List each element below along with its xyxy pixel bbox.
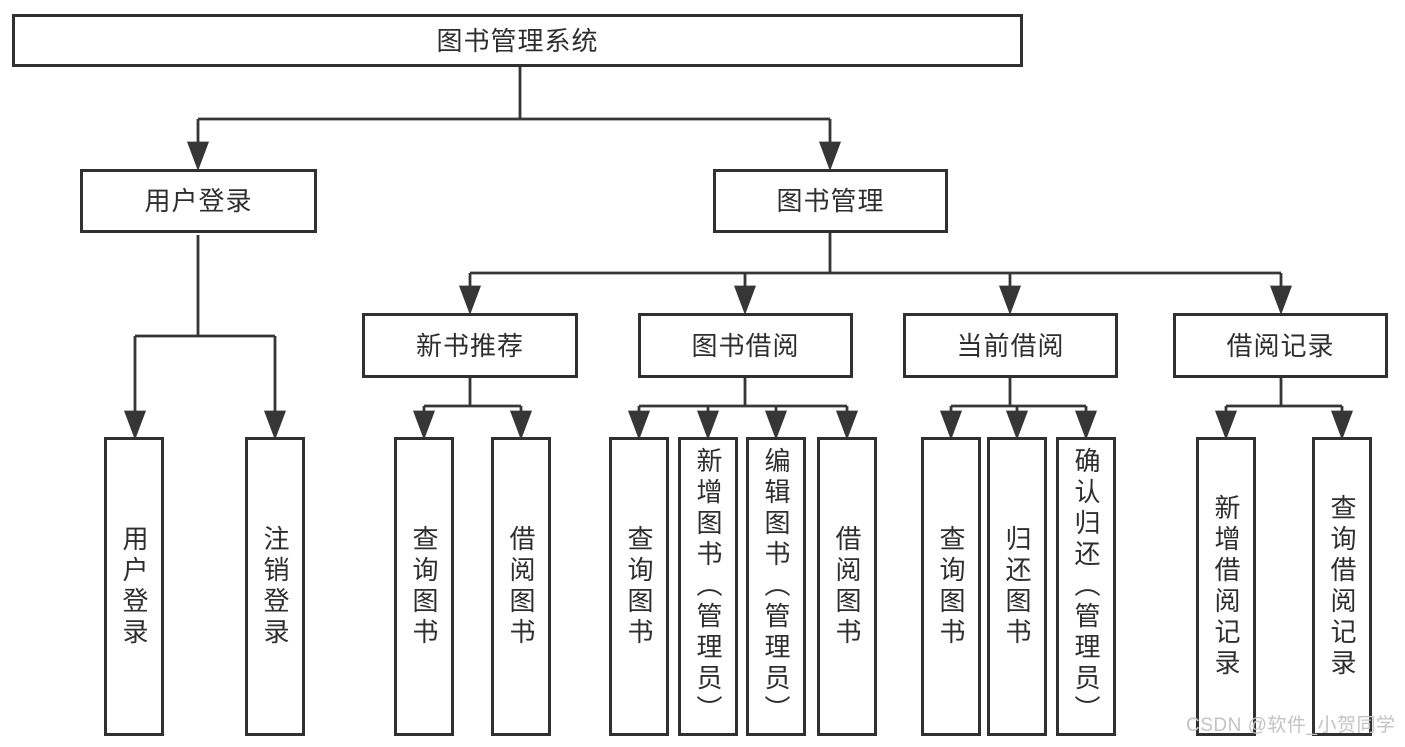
node-label: 图书管理: [776, 186, 885, 216]
arrowhead: [627, 410, 651, 440]
leaf-label: 借阅图书: [506, 524, 536, 649]
node-label: 新书推荐: [415, 330, 524, 361]
leaf-add-book-admin: 新增图书（管理员）: [678, 437, 738, 736]
node-current-borrow: 当前借阅: [903, 313, 1118, 378]
leaf-label: 归还图书: [1002, 524, 1032, 649]
node-borrow-records: 借阅记录: [1173, 313, 1388, 378]
node-label: 图书管理系统: [436, 25, 599, 56]
leaf-label: 用户登录: [119, 524, 149, 649]
arrowhead: [696, 410, 720, 440]
leaf-label: 编辑图书（管理员）: [761, 447, 791, 726]
node-library-management-system: 图书管理系统: [12, 14, 1023, 67]
book-management-children-connector: [458, 233, 1293, 315]
leaf-label: 查询图书: [624, 524, 654, 649]
arrowhead: [998, 285, 1022, 315]
arrowhead: [818, 141, 842, 171]
node-label: 当前借阅: [956, 330, 1065, 361]
leaf-edit-book-admin: 编辑图书（管理员）: [746, 437, 806, 736]
leaf-label: 查询图书: [409, 524, 439, 649]
leaf-label: 借阅图书: [832, 524, 862, 649]
leaf-label: 注销登录: [260, 524, 290, 649]
book-borrow-children-connector: [627, 378, 859, 440]
leaf-add-borrow-record: 新增借阅记录: [1196, 437, 1256, 736]
user-login-children-connector: [123, 235, 287, 440]
leaf-borrow-books: 借阅图书: [817, 437, 877, 736]
leaf-label: 查询借阅记录: [1327, 493, 1357, 680]
leaf-query-books-current: 查询图书: [921, 437, 981, 736]
arrowhead: [939, 410, 963, 440]
root-to-level2-connector: [186, 67, 842, 171]
current-borrow-children-connector: [939, 378, 1098, 440]
node-user-login: 用户登录: [80, 169, 317, 233]
leaf-confirm-return-admin: 确认归还（管理员）: [1056, 437, 1116, 736]
new-book-recommend-children-connector: [412, 378, 533, 440]
leaf-label: 新增图书（管理员）: [693, 447, 723, 726]
arrowhead: [1214, 410, 1238, 440]
leaf-label: 新增借阅记录: [1211, 493, 1241, 680]
borrow-records-children-connector: [1214, 378, 1354, 440]
leaf-label: 查询图书: [936, 524, 966, 649]
node-label: 借阅记录: [1226, 330, 1335, 361]
arrowhead: [123, 410, 147, 440]
leaf-return-book: 归还图书: [987, 437, 1047, 736]
arrowhead: [263, 410, 287, 440]
arrowhead: [764, 410, 788, 440]
leaf-query-books-recommend: 查询图书: [394, 437, 454, 736]
node-book-management: 图书管理: [713, 169, 948, 233]
arrowhead: [733, 285, 757, 315]
leaf-user-login: 用户登录: [104, 437, 164, 736]
leaf-label: 确认归还（管理员）: [1071, 447, 1101, 726]
arrowhead: [1269, 285, 1293, 315]
csdn-watermark: CSDN @软件_小贺同学: [1186, 715, 1396, 736]
leaf-query-borrow-record: 查询借阅记录: [1312, 437, 1372, 736]
leaf-query-books-borrow: 查询图书: [609, 437, 669, 736]
node-label: 用户登录: [144, 186, 253, 216]
leaf-logout: 注销登录: [245, 437, 305, 736]
arrowhead: [1330, 410, 1354, 440]
arrowhead: [458, 285, 482, 315]
arrowhead: [835, 410, 859, 440]
leaf-borrow-books-recommend: 借阅图书: [491, 437, 551, 736]
node-label: 图书借阅: [691, 330, 800, 361]
arrowhead: [1005, 410, 1029, 440]
arrowhead: [412, 410, 436, 440]
arrowhead: [1074, 410, 1098, 440]
node-new-book-recommend: 新书推荐: [362, 313, 578, 378]
node-book-borrow: 图书借阅: [638, 313, 853, 378]
arrowhead: [186, 141, 210, 171]
arrowhead: [509, 410, 533, 440]
